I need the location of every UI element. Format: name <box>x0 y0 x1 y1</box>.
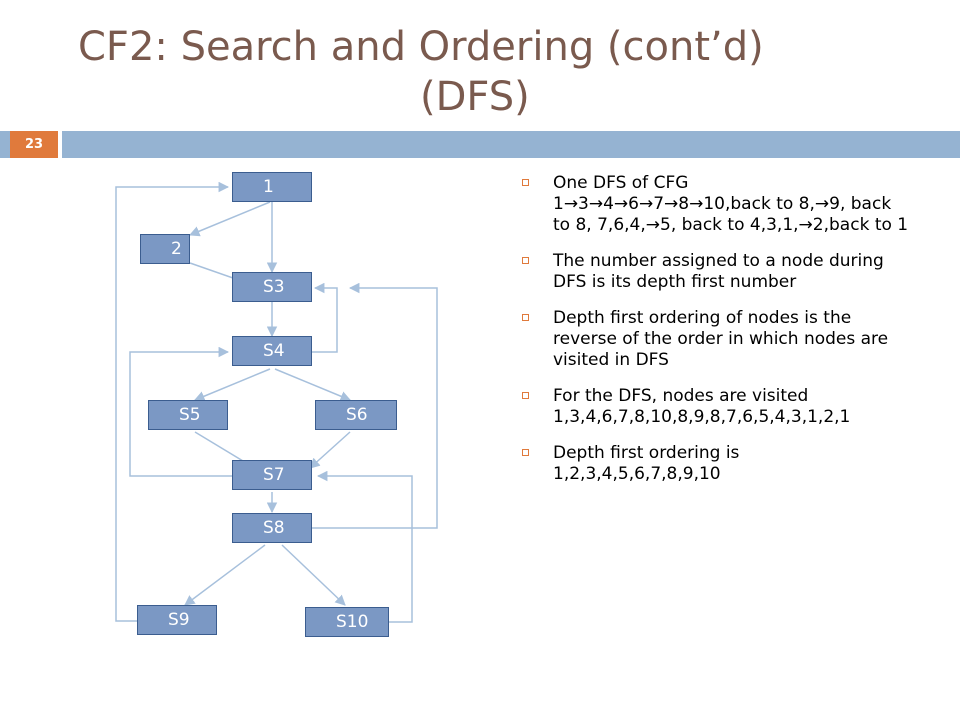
node-s3: S3 <box>232 272 312 302</box>
node-s6: S6 <box>315 400 397 430</box>
bullet-item: For the DFS, nodes are visited 1,3,4,6,7… <box>518 386 910 428</box>
edge-s8-s3 <box>312 282 438 529</box>
slide-title: CF2: Search and Ordering (cont’d) (DFS) <box>0 22 960 122</box>
square-bullet-icon <box>522 392 529 399</box>
edge-s4-s6 <box>274 368 351 402</box>
edge-s8-s10 <box>281 544 346 606</box>
slide-number: 23 <box>10 131 58 158</box>
square-bullet-icon <box>522 314 529 321</box>
node-s4: S4 <box>232 336 312 366</box>
bullet-list: One DFS of CFG 1→3→4→6→7→8→10,back to 8,… <box>518 173 910 500</box>
node-s8: S8 <box>232 513 312 543</box>
header-bar-right <box>62 131 960 158</box>
edge-s8-s9 <box>184 544 266 606</box>
node-s9: S9 <box>137 605 217 635</box>
node-2: 2 <box>140 234 190 264</box>
bullet-item: Depth first ordering is 1,2,3,4,5,6,7,8,… <box>518 443 910 485</box>
edge-s4-s3 <box>312 282 338 353</box>
bullet-item: The number assigned to a node during DFS… <box>518 251 910 293</box>
slide-title-line-2: (DFS) <box>420 74 530 120</box>
edge-s7-s4 <box>129 346 258 477</box>
node-s7: S7 <box>232 460 312 490</box>
edge-s4-s5 <box>194 368 271 402</box>
square-bullet-icon <box>522 257 529 264</box>
edge-1-2 <box>189 201 271 237</box>
edge-s9-1 <box>115 181 230 622</box>
node-s10: S10 <box>305 607 389 637</box>
bullet-item: Depth first ordering of nodes is the rev… <box>518 308 910 371</box>
edge-s10-s7 <box>316 470 413 623</box>
edge-s6-s7 <box>309 431 351 469</box>
square-bullet-icon <box>522 179 529 186</box>
bullet-item: One DFS of CFG 1→3→4→6→7→8→10,back to 8,… <box>518 173 910 236</box>
node-1: 1 <box>232 172 312 202</box>
node-s5: S5 <box>148 400 228 430</box>
slide-title-line-1: CF2: Search and Ordering (cont’d) <box>78 24 764 70</box>
header-bar-left <box>0 131 10 158</box>
square-bullet-icon <box>522 449 529 456</box>
